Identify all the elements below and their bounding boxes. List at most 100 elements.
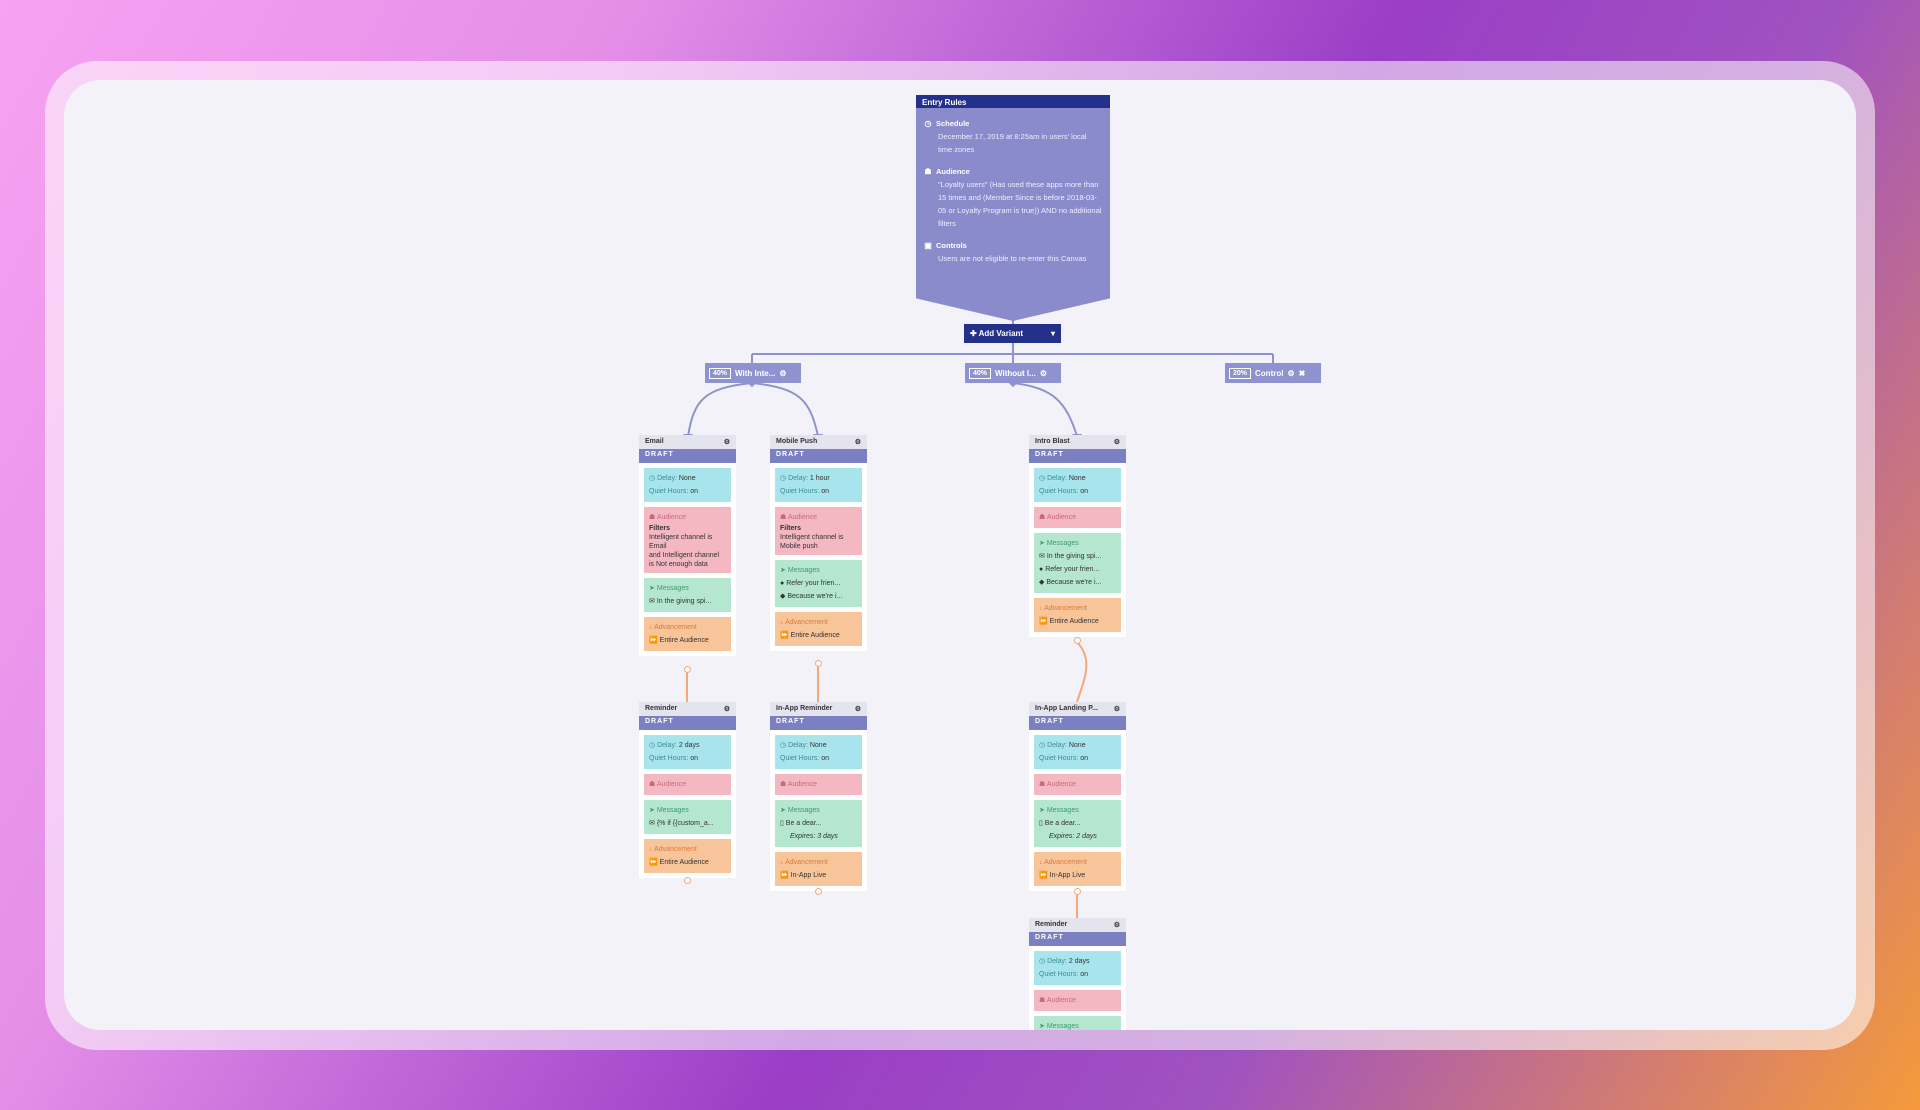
advancement-value: Entire Audience	[659, 637, 709, 644]
audience-block[interactable]: ☗ Audience Filters Intelligent channel i…	[644, 507, 731, 573]
quiet-hours-label: Quiet Hours:	[1039, 755, 1079, 762]
entry-rules-node[interactable]: Entry Rules ◷Schedule December 17, 2019 …	[916, 95, 1110, 321]
audience-block[interactable]: ☗ Audience	[1034, 774, 1121, 795]
advancement-block[interactable]: ↓ Advancement ⏩ Entire Audience	[644, 839, 731, 873]
step-reminder-2[interactable]: Reminder⚙ DRAFT ◷ Delay: 2 days Quiet Ho…	[1029, 918, 1126, 1030]
advancement-block[interactable]: ↓ Advancement ⏩ Entire Audience	[1034, 598, 1121, 632]
gear-icon[interactable]: ⚙	[1113, 439, 1120, 446]
users-icon: ☗	[1039, 997, 1047, 1004]
expires-text: Expires: 3 days	[790, 833, 838, 840]
audience-label: Audience	[1046, 514, 1077, 521]
delay-label: Delay:	[657, 742, 677, 749]
settings-icon[interactable]: ⚙	[1287, 368, 1295, 378]
entry-rules-title: Entry Rules	[916, 95, 1110, 108]
delay-block[interactable]: ◷ Delay: None Quiet Hours: on	[1034, 468, 1121, 502]
step-email[interactable]: Email⚙ DRAFT ◷ Delay: None Quiet Hours: …	[639, 435, 736, 656]
variant-control[interactable]: 20% Control ⚙ ✖	[1225, 363, 1321, 383]
add-variant-button[interactable]: ✚ Add Variant ▾	[964, 324, 1061, 343]
quiet-hours-label: Quiet Hours:	[1039, 971, 1079, 978]
connector-dot[interactable]	[815, 888, 822, 895]
messages-label: Messages	[656, 585, 689, 592]
variant-without-intelligent[interactable]: 40% Without I... ⚙	[965, 363, 1061, 383]
draft-badge: DRAFT	[770, 716, 867, 730]
variant-percent[interactable]: 40%	[709, 367, 732, 379]
filters-label: Filters	[780, 525, 802, 532]
send-icon: ➤	[780, 807, 788, 814]
gear-icon[interactable]: ⚙	[854, 706, 861, 713]
audience-block[interactable]: ☗ Audience	[1034, 507, 1121, 528]
clock-icon: ◷	[1039, 475, 1048, 482]
advancement-label: Advancement	[1044, 859, 1087, 866]
delay-block[interactable]: ◷ Delay: None Quiet Hours: on	[1034, 735, 1121, 769]
clock-icon: ◷	[780, 475, 789, 482]
clock-icon: ◷	[780, 742, 789, 749]
messages-block[interactable]: ➤ Messages ● Refer your frien... ◆ Becau…	[775, 560, 862, 607]
messages-block[interactable]: ➤ Messages ✉ In the giving spi...	[644, 578, 731, 612]
audience-label: Audience	[1046, 781, 1077, 788]
gear-icon[interactable]: ⚙	[723, 706, 730, 713]
audience-block[interactable]: ☗ Audience	[775, 774, 862, 795]
step-title: Mobile Push	[776, 438, 818, 445]
delay-block[interactable]: ◷ Delay: 2 days Quiet Hours: on	[644, 735, 731, 769]
message-item: {% if {{custom_a...	[656, 820, 714, 827]
users-icon: ☗	[649, 781, 657, 788]
advancement-block[interactable]: ↓ Advancement ⏩ Entire Audience	[644, 617, 731, 651]
gear-icon[interactable]: ⚙	[1113, 706, 1120, 713]
delay-block[interactable]: ◷ Delay: 2 days Quiet Hours: on	[1034, 951, 1121, 985]
draft-badge: DRAFT	[1029, 932, 1126, 946]
variant-with-intelligent[interactable]: 40% With Inte... ⚙	[705, 363, 801, 383]
users-icon: ☗	[780, 781, 788, 788]
audience-block[interactable]: ☗ Audience Filters Intelligent channel i…	[775, 507, 862, 555]
fast-forward-icon: ⏩	[1039, 872, 1050, 879]
messages-block[interactable]: ➤ Messages ✉ {% if {{custom_a...	[644, 800, 731, 834]
delay-value: 2 days	[1068, 958, 1090, 965]
gear-icon[interactable]: ⚙	[1113, 922, 1120, 929]
messages-block[interactable]: ➤ Messages ▯ Be a dear... Expires: 3 day…	[775, 800, 862, 847]
close-icon[interactable]: ✖	[1298, 368, 1306, 378]
advancement-value: Entire Audience	[659, 859, 709, 866]
filters-label: Filters	[649, 525, 671, 532]
step-inapp-reminder[interactable]: In-App Reminder⚙ DRAFT ◷ Delay: None Qui…	[770, 702, 867, 891]
delay-block[interactable]: ◷ Delay: None Quiet Hours: on	[644, 468, 731, 502]
message-item: Because we're i...	[787, 593, 843, 600]
delay-block[interactable]: ◷ Delay: 1 hour Quiet Hours: on	[775, 468, 862, 502]
step-intro-blast[interactable]: Intro Blast⚙ DRAFT ◷ Delay: None Quiet H…	[1029, 435, 1126, 637]
send-icon: ➤	[780, 567, 788, 574]
step-mobile-push[interactable]: Mobile Push ⚙ DRAFT ◷ Delay: 1 hour Quiet…	[770, 435, 867, 651]
gear-icon[interactable]: ⚙	[854, 439, 861, 446]
advancement-block[interactable]: ↓ Advancement ⏩ In-App Live	[1034, 852, 1121, 886]
chevron-down-icon[interactable]: ▾	[1050, 329, 1055, 338]
advancement-value: Entire Audience	[1049, 618, 1099, 625]
messages-block[interactable]: ➤ Messages ▯ Be a dear... Expires: 2 day…	[1034, 800, 1121, 847]
connector-dot[interactable]	[684, 877, 691, 884]
variant-percent[interactable]: 40%	[969, 367, 992, 379]
advancement-block[interactable]: ↓ Advancement ⏩ Entire Audience	[775, 612, 862, 646]
delay-label: Delay:	[1047, 742, 1067, 749]
delay-value: 2 days	[678, 742, 700, 749]
connector-dot[interactable]	[1074, 888, 1081, 895]
delay-block[interactable]: ◷ Delay: None Quiet Hours: on	[775, 735, 862, 769]
send-icon: ➤	[649, 807, 657, 814]
apple-icon: ●	[1039, 566, 1046, 573]
connector-dot[interactable]	[1074, 637, 1081, 644]
audience-block[interactable]: ☗ Audience	[644, 774, 731, 795]
connector-dot[interactable]	[815, 660, 822, 667]
connector-dot[interactable]	[684, 666, 691, 673]
email-icon: ✉	[1039, 553, 1047, 560]
audience-block[interactable]: ☗ Audience	[1034, 990, 1121, 1011]
draft-badge: DRAFT	[770, 449, 867, 463]
messages-block[interactable]: ➤ Messages ✉ In the giving spi... ● Refe…	[1034, 533, 1121, 593]
clock-icon: ◷	[1039, 742, 1048, 749]
send-icon: ➤	[1039, 807, 1047, 814]
advancement-block[interactable]: ↓ Advancement ⏩ In-App Live	[775, 852, 862, 886]
step-inapp-landing[interactable]: In-App Landing P...⚙ DRAFT ◷ Delay: None…	[1029, 702, 1126, 891]
gear-icon[interactable]: ⚙	[723, 439, 730, 446]
audience-text: "Loyalty users" (Has used these apps mor…	[938, 180, 1102, 228]
step-reminder[interactable]: Reminder⚙ DRAFT ◷ Delay: 2 days Quiet Ho…	[639, 702, 736, 878]
canvas-workspace[interactable]: Entry Rules ◷Schedule December 17, 2019 …	[64, 80, 1856, 1030]
settings-icon[interactable]: ⚙	[1039, 368, 1047, 378]
variant-percent[interactable]: 20%	[1229, 367, 1252, 379]
arrow-down-icon: ↓	[649, 624, 655, 631]
messages-block[interactable]: ➤ Messages	[1034, 1016, 1121, 1030]
settings-icon[interactable]: ⚙	[779, 368, 787, 378]
